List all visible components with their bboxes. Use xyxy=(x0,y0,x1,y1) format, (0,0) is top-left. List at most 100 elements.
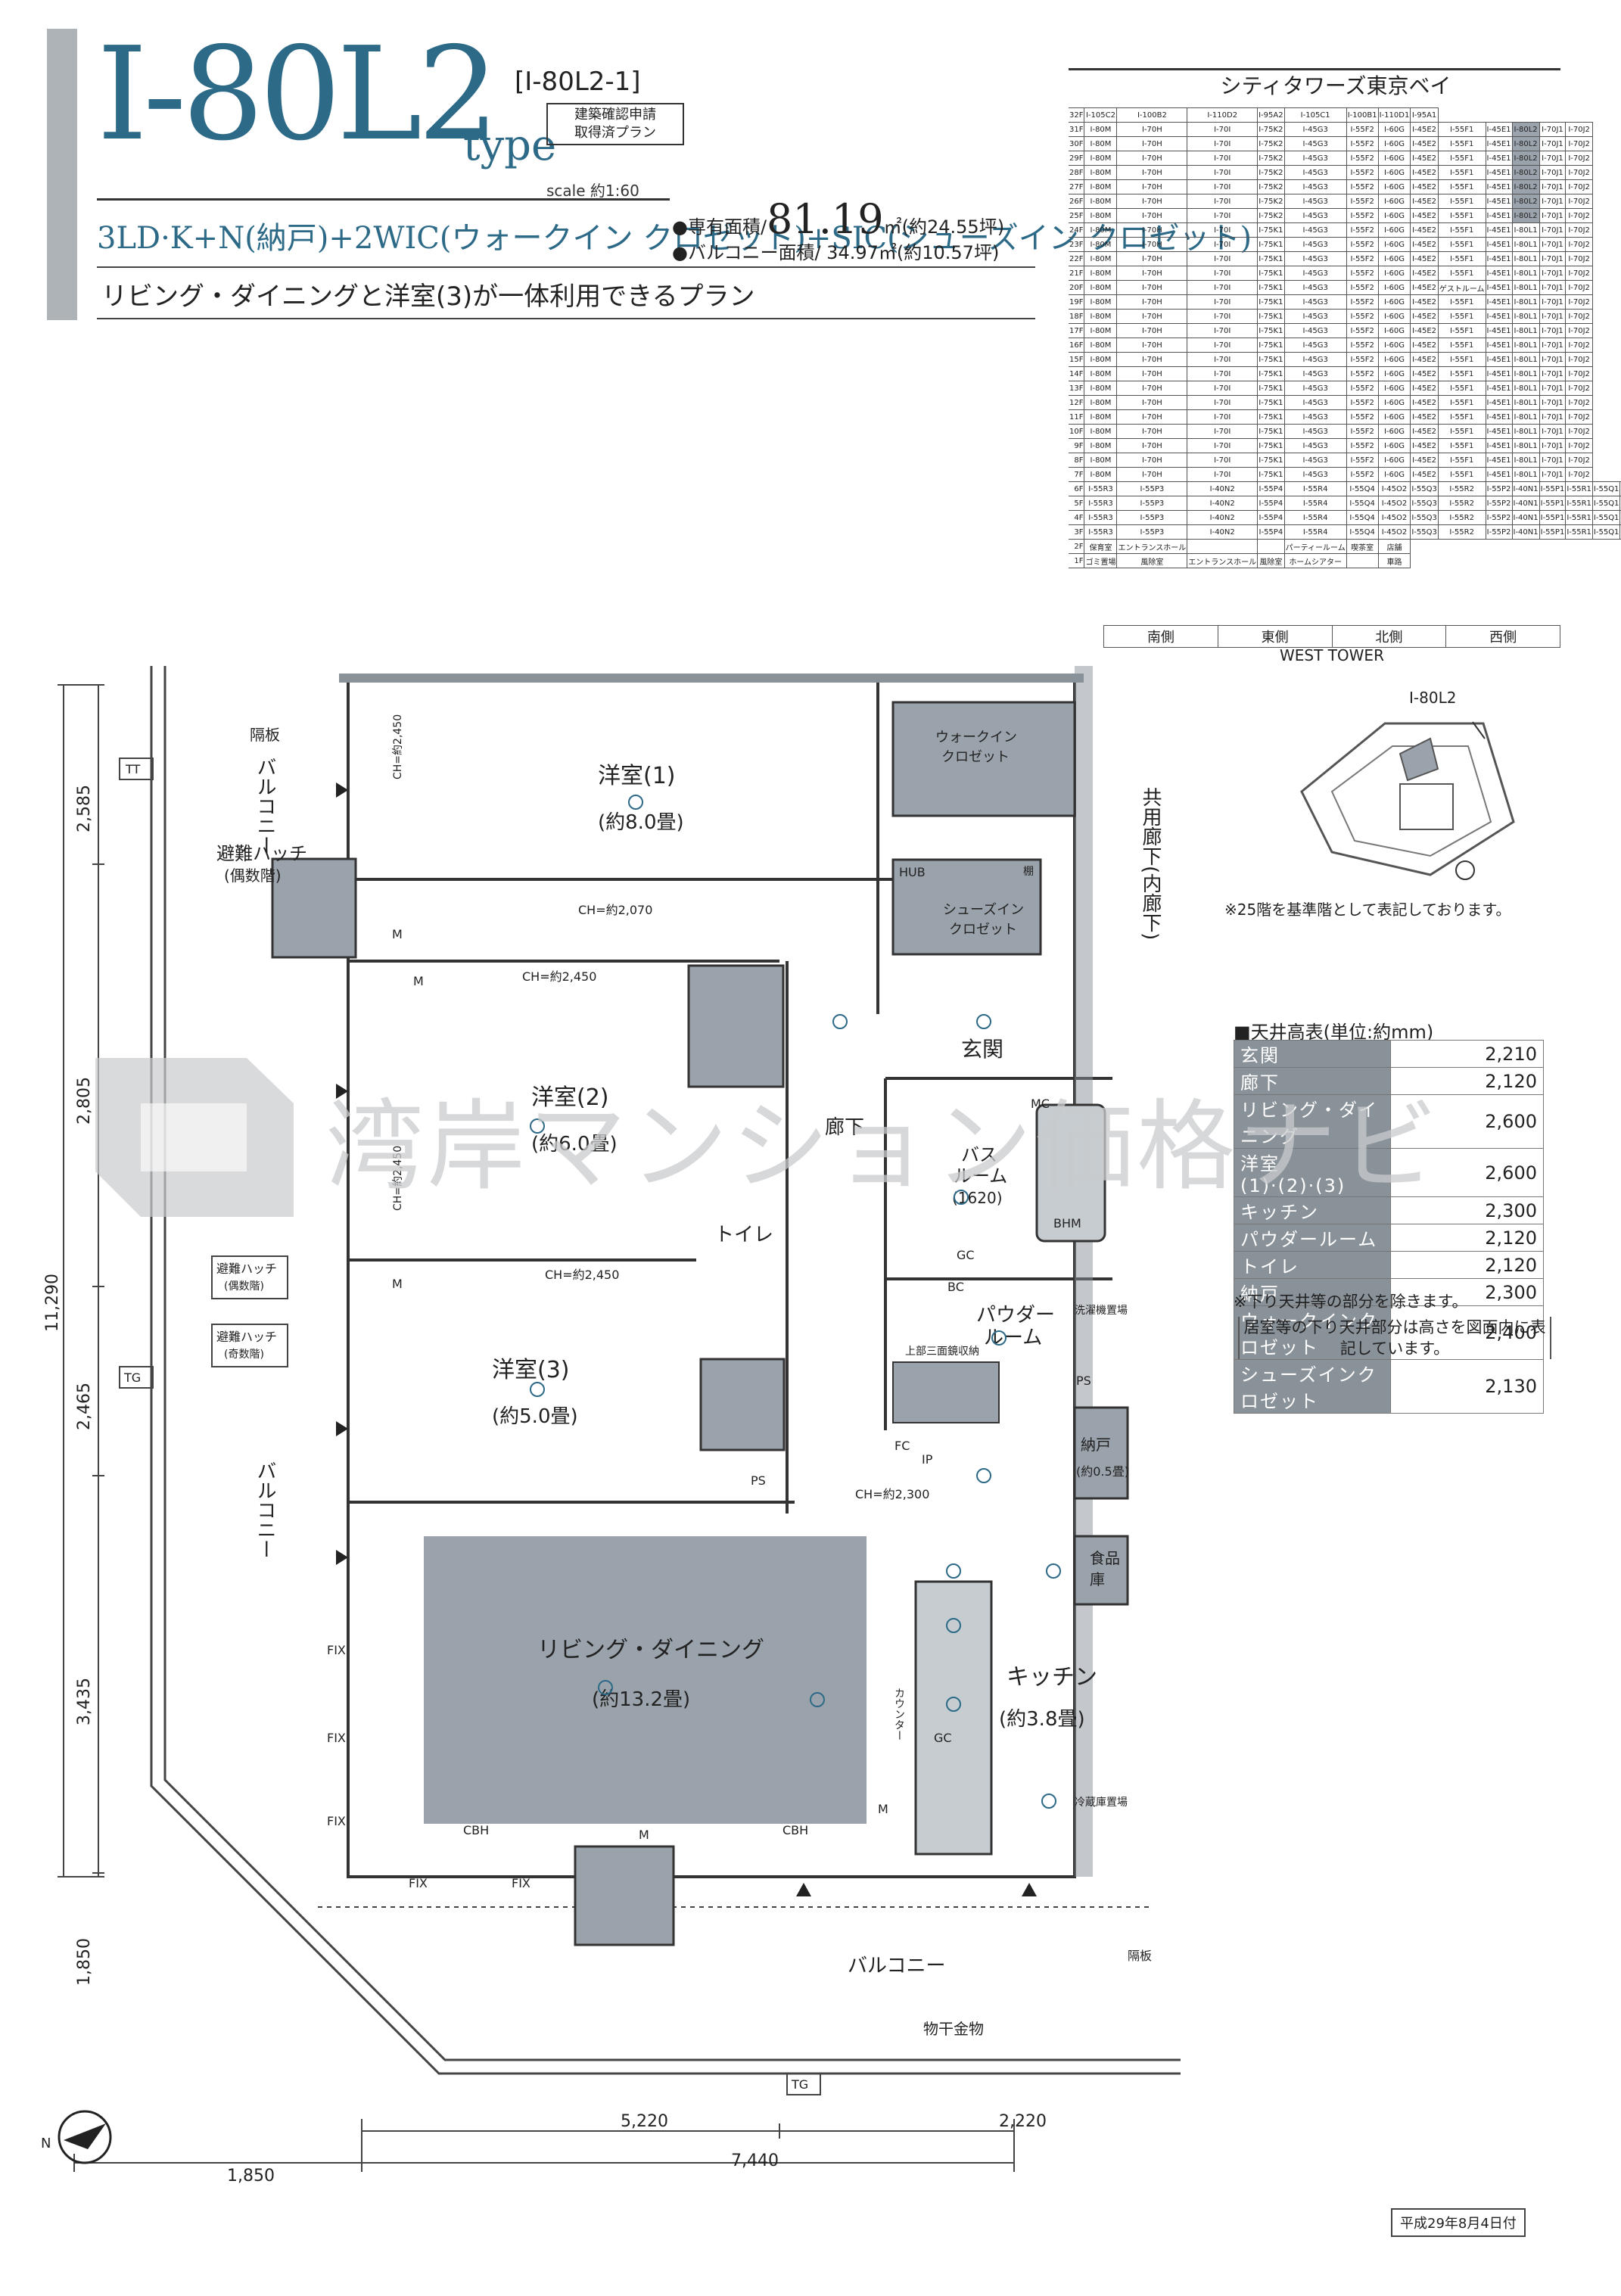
pantry-label-1: 食品 xyxy=(1090,1549,1120,1567)
mark-m-4: M xyxy=(639,1828,649,1842)
ch-label-4: CH=約2,300 xyxy=(855,1487,929,1501)
tower-name: WEST TOWER xyxy=(1280,646,1384,664)
unit-cell: I-45G3 xyxy=(1283,136,1347,151)
unit-cell: I-60G xyxy=(1377,294,1411,310)
vanity xyxy=(892,1361,1000,1423)
mark-bhm: BHM xyxy=(1053,1216,1081,1230)
window-arrows xyxy=(336,782,1037,1896)
unit-cell: I-55P1 xyxy=(1539,524,1567,540)
unit-cell: I-45E2 xyxy=(1410,366,1439,381)
unit-cell: I-70J1 xyxy=(1539,381,1567,396)
unit-cell: I-55F1 xyxy=(1437,309,1486,324)
header-divider xyxy=(97,198,670,201)
unit-cell: I-55P3 xyxy=(1116,510,1188,525)
unit-cell: I-75K1 xyxy=(1257,409,1285,425)
nando-label: 納戸 xyxy=(1081,1436,1111,1454)
unit-cell: I-100B2 xyxy=(1116,107,1188,123)
unit-cell: I-55R3 xyxy=(1084,496,1118,511)
unit-cell: I-55F1 xyxy=(1437,165,1486,180)
unit-cell: I-45E1 xyxy=(1485,409,1513,425)
plan-tagline: リビング・ダイニングと洋室(3)が一体利用できるプラン xyxy=(101,282,755,312)
floor-number: 10F xyxy=(1069,424,1085,439)
unit-cell: I-80M xyxy=(1084,309,1118,324)
unit-cell: 車路 xyxy=(1377,553,1411,568)
unit-cell: I-70J2 xyxy=(1565,208,1593,223)
room1-size: (約8.0畳) xyxy=(598,811,684,834)
unit-cell: I-70H xyxy=(1116,165,1188,180)
mark-fix-2: FIX xyxy=(327,1731,346,1745)
unit-cell: I-70H xyxy=(1116,338,1188,353)
mark-bc: BC xyxy=(947,1280,964,1294)
sic-label-1: シューズイン xyxy=(943,902,1024,918)
unit-cell: I-80M xyxy=(1084,179,1118,194)
unit-cell: I-45G3 xyxy=(1283,453,1347,468)
room3-size: (約5.0畳) xyxy=(492,1405,578,1428)
ceiling-note-box: 居室等の下り天井部分は高さを図面内に表記しています。 xyxy=(1238,1317,1551,1359)
unit-cell: I-80L1 xyxy=(1511,352,1540,367)
unit-cell: I-75K1 xyxy=(1257,294,1285,310)
room1-label: 洋室(1) xyxy=(598,763,676,789)
unit-cell: I-70I xyxy=(1187,424,1259,439)
unit-cell: I-60G xyxy=(1377,381,1411,396)
unit-cell: I-60G xyxy=(1377,266,1411,281)
unit-cell: I-105C2 xyxy=(1084,107,1118,123)
unit-cell: 風除室 xyxy=(1116,553,1188,568)
unit-cell: I-70H xyxy=(1116,251,1188,266)
unit-cell: I-45G3 xyxy=(1283,208,1347,223)
date-stamp: 平成29年8月4日付 xyxy=(1391,2208,1526,2237)
ceiling-value: 2,600 xyxy=(1390,1148,1544,1197)
unit-cell: I-80M xyxy=(1084,352,1118,367)
unit-cell: I-70H xyxy=(1116,122,1188,137)
powder-label-2: ルーム xyxy=(984,1327,1042,1349)
unit-cell: I-55F2 xyxy=(1346,251,1379,266)
unit-cell: I-80M xyxy=(1084,266,1118,281)
unit-cell: I-45E2 xyxy=(1410,338,1439,353)
unit-cell: I-70I xyxy=(1187,266,1259,281)
permit-badge: 建築確認申請 取得済プラン xyxy=(546,103,684,145)
unit-cell: I-70J1 xyxy=(1539,208,1567,223)
unit-cell: I-60G xyxy=(1377,323,1411,338)
ceiling-value: 2,120 xyxy=(1390,1251,1544,1279)
floor-number: 21F xyxy=(1069,266,1085,281)
unit-cell: I-45G3 xyxy=(1283,424,1347,439)
unit-cell: I-70I xyxy=(1187,165,1259,180)
balcony-label-bottom: バルコニー xyxy=(848,1955,945,1977)
unit-cell: I-70H xyxy=(1116,222,1188,238)
unit-cell: I-45E2 xyxy=(1410,151,1439,166)
unit-cell: I-70J1 xyxy=(1539,122,1567,137)
unit-cell: I-70J2 xyxy=(1565,251,1593,266)
unit-cell: I-45O2 xyxy=(1377,510,1411,525)
unit-cell: I-55F2 xyxy=(1346,194,1379,209)
unit-cell xyxy=(1187,539,1259,554)
unit-cell: I-80M xyxy=(1084,467,1118,482)
hatch-even: 避難ハッチ xyxy=(216,1262,277,1276)
unit-cell: I-70J1 xyxy=(1539,251,1567,266)
unit-cell: I-55R1 xyxy=(1565,524,1593,540)
unit-cell: I-60G xyxy=(1377,453,1411,468)
unit-cell: I-70J2 xyxy=(1565,222,1593,238)
unit-cell: I-55F1 xyxy=(1437,323,1486,338)
unit-cell: I-45E1 xyxy=(1485,366,1513,381)
unit-cell: I-80M xyxy=(1084,424,1118,439)
private-area-value: 81.19 xyxy=(767,195,884,243)
unit-cell: I-55F1 xyxy=(1437,467,1486,482)
balcony-area: ●バルコニー面積/ 34.97㎡(約10.57坪) xyxy=(672,242,1000,263)
unit-cell: I-60G xyxy=(1377,352,1411,367)
unit-cell: I-45E2 xyxy=(1410,280,1439,295)
side-north: 北側 xyxy=(1331,625,1447,648)
unit-cell: I-60G xyxy=(1377,136,1411,151)
unit-cell: I-70H xyxy=(1116,294,1188,310)
dimension-lines xyxy=(58,684,1015,2172)
unit-cell: I-80L1 xyxy=(1511,409,1540,425)
unit-cell: I-45G3 xyxy=(1283,409,1347,425)
unit-cell: I-45G3 xyxy=(1283,237,1347,252)
unit-cell: I-55Q4 xyxy=(1346,524,1379,540)
unit-cell: I-55F1 xyxy=(1437,222,1486,238)
unit-cell: I-55F1 xyxy=(1437,122,1486,137)
mark-m-2: M xyxy=(413,974,424,988)
ceiling-value: 2,120 xyxy=(1390,1067,1544,1095)
unit-cell: I-70J2 xyxy=(1565,280,1593,295)
ceiling-value: 2,300 xyxy=(1390,1278,1544,1306)
unit-cell: I-70J2 xyxy=(1565,395,1593,410)
